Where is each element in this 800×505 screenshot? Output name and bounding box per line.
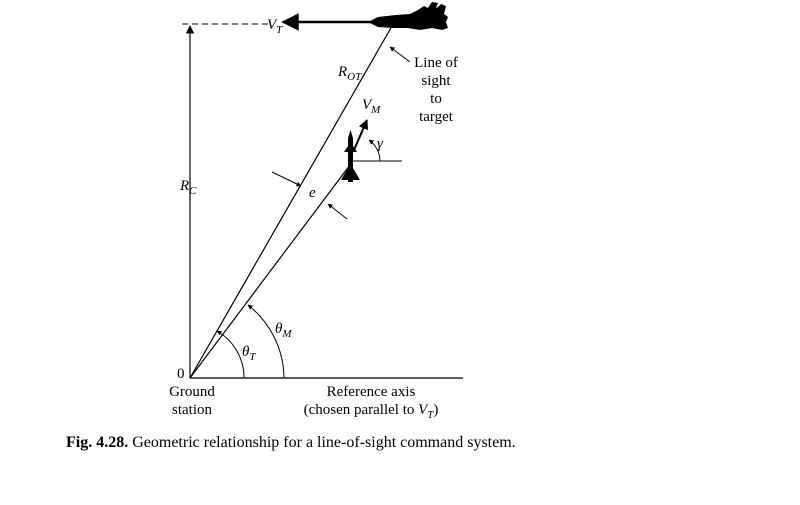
figure-caption-text: Geometric relationship for a line-of-sig… [128, 434, 516, 451]
theta-t-angle-arc [216, 330, 245, 379]
diagram-canvas: VT ROT VM γ RC e θM θT 0 Line of sight t… [169, 2, 463, 421]
theta-m-label: θM [275, 321, 292, 340]
rc-label: RC [179, 178, 197, 197]
rot-label: ROT [337, 64, 362, 83]
origin-label: 0 [177, 366, 185, 382]
error-angle-label: e [309, 185, 316, 201]
figure-caption: Fig. 4.28. Geometric relationship for a … [66, 434, 516, 452]
theta-t-label: θT [242, 344, 256, 363]
reference-axis-label-2: (chosen parallel to VT) [304, 402, 439, 421]
missile-velocity-arrow [353, 119, 369, 151]
figure-number: Fig. 4.28. [66, 434, 129, 451]
line-of-sight-label-4: target [419, 109, 454, 125]
ground-station-label-1: Ground [169, 384, 215, 400]
line-of-sight-label-1: Line of [414, 55, 458, 71]
line-of-sight-label-3: to [430, 91, 442, 107]
missile-line [189, 164, 351, 379]
vt-label: VT [267, 17, 283, 36]
missile-icon [341, 130, 360, 182]
error-angle-arrow-left [271, 171, 302, 187]
aircraft-wing-shape [418, 2, 438, 22]
aircraft-icon [368, 4, 448, 30]
vm-label: VM [362, 97, 381, 116]
gamma-angle-arc [368, 139, 381, 162]
gamma-label: γ [377, 136, 384, 152]
error-angle-arrow-right [327, 203, 348, 220]
line-of-sight-to-target [189, 25, 393, 379]
reference-axis-label-1: Reference axis [327, 384, 416, 400]
line-of-sight-leader [389, 46, 411, 63]
ground-station-label-2: station [172, 402, 212, 418]
theta-m-angle-arc [247, 304, 285, 379]
line-of-sight-label-2: sight [421, 73, 451, 89]
